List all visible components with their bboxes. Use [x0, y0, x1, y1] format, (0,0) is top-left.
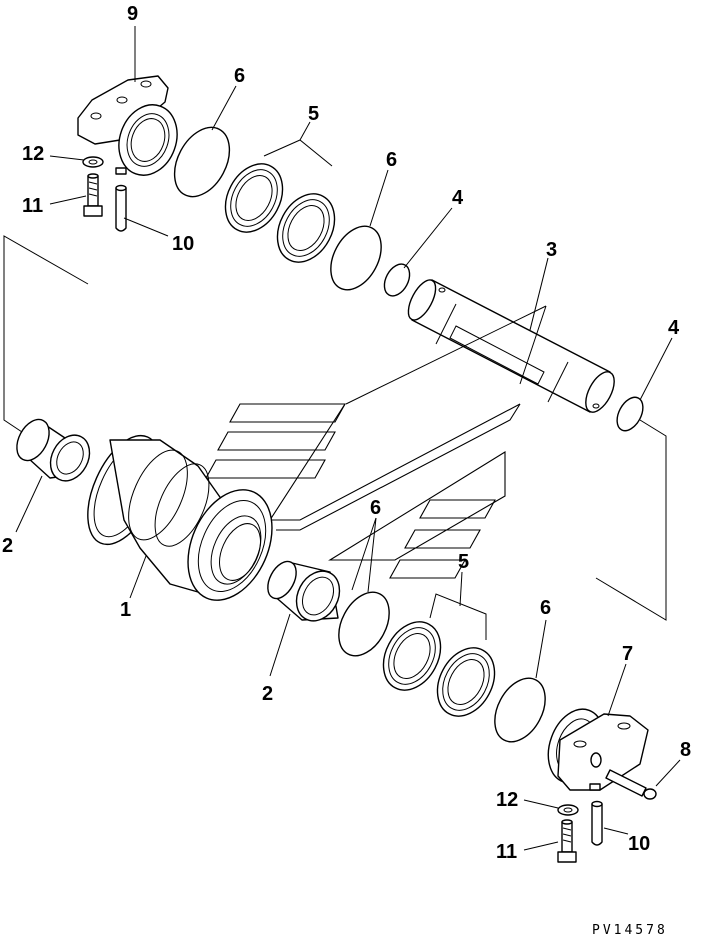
label-3: 3 — [546, 239, 557, 261]
drawing-code: PV14578 — [592, 923, 668, 938]
watermark-logo — [205, 403, 521, 579]
part-6-oring-lower-right — [494, 677, 546, 743]
label-4-a: 4 — [452, 187, 464, 209]
assembly-lines — [3, 235, 667, 621]
label-10-a: 10 — [172, 233, 194, 255]
part-2-bushing-center — [267, 560, 341, 622]
part-2-bushing-left — [16, 418, 91, 482]
label-11-b: 11 — [496, 841, 517, 863]
part-5-seals-lower — [382, 621, 496, 717]
label-9: 9 — [127, 3, 138, 25]
part-9-upper-collar — [77, 75, 178, 176]
part-4-plug-upper — [383, 263, 411, 297]
part-3-shaft — [407, 279, 615, 413]
label-11-a: 11 — [22, 195, 43, 217]
part-8-set-screw — [605, 769, 657, 800]
label-1: 1 — [120, 599, 131, 621]
label-6-b: 6 — [386, 149, 397, 171]
part-4-plug-right — [616, 396, 644, 432]
part-11-bolt-lower — [557, 819, 577, 863]
label-12-b: 12 — [496, 789, 518, 811]
leader-lines — [15, 26, 681, 851]
label-5-a: 5 — [308, 103, 319, 125]
part-1-roller — [87, 434, 273, 601]
label-10-b: 10 — [628, 833, 650, 855]
label-7: 7 — [622, 643, 633, 665]
part-6-oring-upper-right — [330, 225, 382, 291]
part-6-oring-upper-left — [173, 126, 231, 198]
label-6-d: 6 — [540, 597, 551, 619]
part-12-washer-upper — [82, 156, 104, 168]
part-10-pin-upper — [115, 184, 127, 232]
label-5-b: 5 — [458, 551, 469, 573]
label-8: 8 — [680, 739, 691, 761]
part-6-oring-lower-left — [338, 591, 390, 657]
label-2-a: 2 — [2, 535, 13, 557]
label-2-b: 2 — [262, 683, 273, 705]
label-6-c: 6 — [370, 497, 381, 519]
label-6-a: 6 — [234, 65, 245, 87]
part-12-washer-lower — [557, 804, 579, 816]
label-4-b: 4 — [668, 317, 680, 339]
part-11-bolt-upper — [83, 173, 103, 217]
part-5-seals-upper — [224, 163, 336, 263]
part-10-pin-lower — [591, 800, 603, 846]
label-12-a: 12 — [22, 143, 44, 165]
part-7-lower-collar — [547, 708, 649, 791]
